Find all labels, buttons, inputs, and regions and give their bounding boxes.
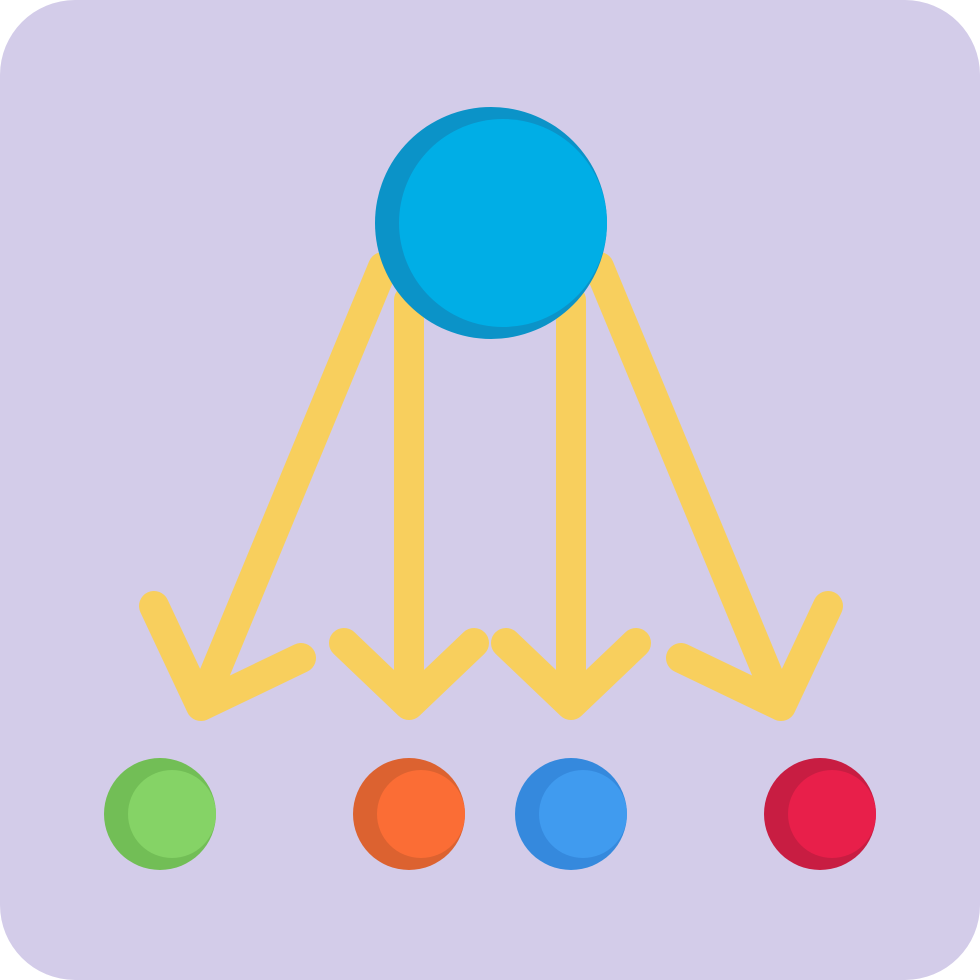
blue-node-fill <box>539 770 627 858</box>
source-node-fill <box>399 119 607 327</box>
green-node <box>104 758 216 870</box>
source-node <box>375 107 607 339</box>
red-node-fill <box>788 770 876 858</box>
arrows-group <box>139 252 843 721</box>
orange-node <box>353 758 465 870</box>
arrow-to-blue-node <box>491 285 651 720</box>
arrow-to-red-node <box>584 252 843 721</box>
arrow-to-orange-node <box>329 285 489 720</box>
red-node <box>764 758 876 870</box>
orange-node-fill <box>377 770 465 858</box>
blue-node <box>515 758 627 870</box>
arrow-to-green-node <box>139 252 398 721</box>
green-node-fill <box>128 770 216 858</box>
